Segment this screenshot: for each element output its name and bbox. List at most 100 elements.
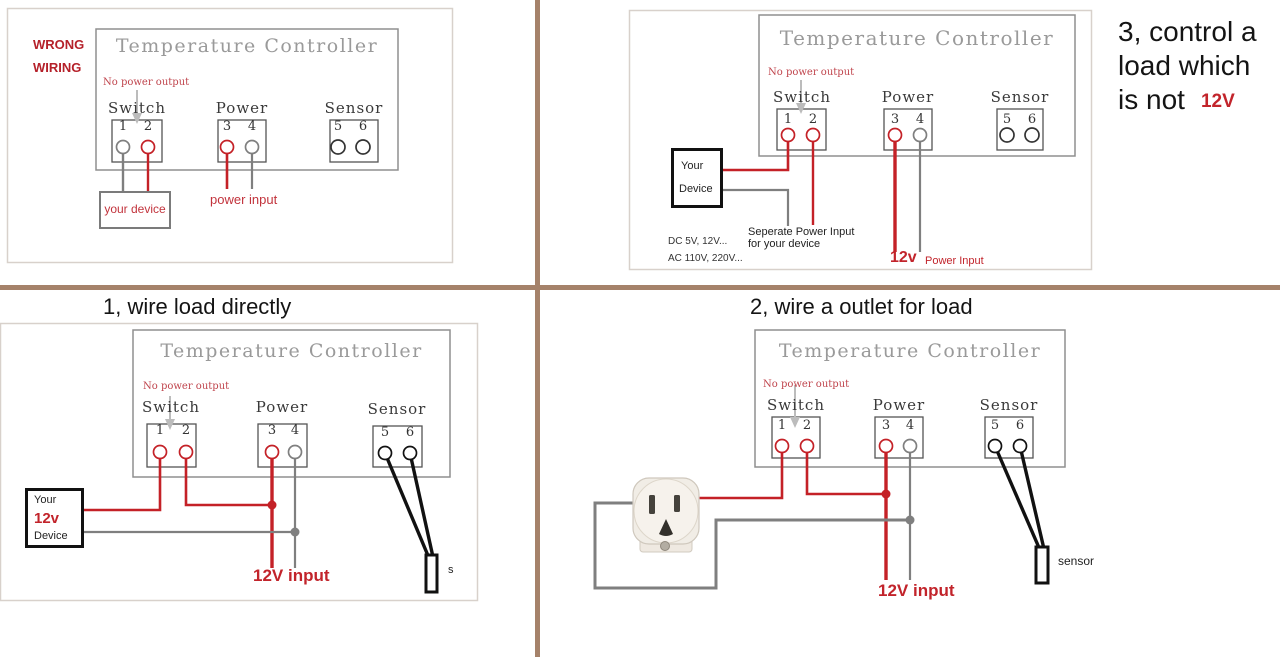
m2-terminal1-wire xyxy=(688,446,784,500)
m2-gray-junction-dot xyxy=(905,515,915,525)
terminal-number: 5 xyxy=(990,418,1000,433)
m2-sensor-probe-icon xyxy=(1034,545,1050,585)
terminal-number: 6 xyxy=(405,425,415,440)
terminal-number: 2 xyxy=(802,418,812,433)
terminal-number: 2 xyxy=(143,119,153,134)
m1-sensor-wire-b xyxy=(408,452,435,558)
terminal-number: 5 xyxy=(333,119,343,134)
power-group-label: Power xyxy=(215,99,269,117)
vertical-divider xyxy=(535,0,540,657)
m2-red-junction-dot xyxy=(881,489,891,499)
wrong-label-line2: WIRING xyxy=(33,60,82,75)
terminal-number: 1 xyxy=(155,423,165,438)
no-power-output-label: No power output xyxy=(143,381,230,392)
no-power-arrow-icons xyxy=(132,80,806,430)
device-line2-12v: 12v xyxy=(34,510,60,527)
m2-terminal2-wire xyxy=(805,446,886,496)
terminal-number: 5 xyxy=(380,425,390,440)
terminal-circles xyxy=(115,127,1040,461)
your-device-box-wrong: your device xyxy=(99,191,171,229)
power-group-label: Power xyxy=(872,396,926,414)
m2-sensor-wire-b xyxy=(1018,445,1046,550)
terminal-number: 4 xyxy=(247,119,257,134)
your-12v-device-box: Your 12v Device xyxy=(25,488,84,548)
terminal-number: 4 xyxy=(905,418,915,433)
m1-terminal1-wire xyxy=(84,452,162,512)
m1-red-junction-dot xyxy=(267,500,277,510)
m1-terminal2-wire xyxy=(184,452,272,507)
terminal-number: 1 xyxy=(118,119,128,134)
ac-voltage-label: AC 110V, 220V... xyxy=(668,253,743,264)
separate-power-label-line1: Seperate Power Input xyxy=(748,226,855,238)
device-line2: Device xyxy=(679,183,713,195)
device-line3: Device xyxy=(34,530,68,542)
wrong-label-line1: WRONG xyxy=(33,37,85,52)
switch-group-label: Switch xyxy=(766,396,825,414)
terminal-number: 5 xyxy=(1002,112,1012,127)
method3-heading-line2: load which xyxy=(1118,50,1251,81)
terminal-number: 1 xyxy=(777,418,787,433)
terminal-number: 1 xyxy=(783,112,793,127)
switch-group-label: Switch xyxy=(772,88,831,106)
sensor-group-label: Sensor xyxy=(990,88,1050,106)
panel-wrong-wiring xyxy=(6,7,454,264)
controller-title: Temperature Controller xyxy=(160,340,423,362)
horizontal-divider xyxy=(0,285,1280,290)
terminal-number: 6 xyxy=(358,119,368,134)
method3-heading-line3: is not 12V xyxy=(1118,84,1235,116)
terminal-number: 3 xyxy=(267,423,277,438)
switch-group-label: Switch xyxy=(141,398,200,416)
terminal-number: 4 xyxy=(915,112,925,127)
device-line1: Your xyxy=(681,160,704,172)
m3-terminal1-wire xyxy=(723,136,790,172)
m3-device-gray-wire xyxy=(723,188,790,226)
dc-voltage-label: DC 5V, 12V... xyxy=(668,236,728,247)
wires-method1 xyxy=(84,452,439,594)
sensor-group-label: Sensor xyxy=(979,396,1039,414)
controller-title: Temperature Controller xyxy=(779,26,1055,50)
method1-heading: 1, wire load directly xyxy=(103,294,292,319)
your-device-box-method3: Your Device xyxy=(671,148,723,208)
m2-outlet-gray-loop-wire xyxy=(593,501,910,590)
m1-sensor-probe-icon xyxy=(424,553,439,594)
panel-method1 xyxy=(0,322,479,602)
no-power-output-label: No power output xyxy=(103,77,190,88)
sensor-group-label: Sensor xyxy=(324,99,384,117)
sensor-label-partial: s xyxy=(448,564,454,576)
terminal-number: 2 xyxy=(181,423,191,438)
terminal-number: 2 xyxy=(808,112,818,127)
controller-title: Temperature Controller xyxy=(778,340,1042,362)
your-device-label: your device xyxy=(104,202,166,216)
m1-gray-junction-dot xyxy=(290,527,300,537)
power-input-label-wrong: power input xyxy=(210,192,278,207)
method3-heading-12v: 12V xyxy=(1200,91,1235,112)
wires-method2 xyxy=(593,445,1050,590)
switch-group-label: Switch xyxy=(107,99,166,117)
outlet-icon xyxy=(632,477,700,553)
terminal-number: 6 xyxy=(1027,112,1037,127)
12v-input-label-method1: 12V input xyxy=(253,566,330,585)
no-power-output-label: No power output xyxy=(768,67,855,78)
panel-method3 xyxy=(628,9,1093,271)
terminal-number: 3 xyxy=(881,418,891,433)
power-group-label: Power xyxy=(881,88,935,106)
sensor-group-label: Sensor xyxy=(367,400,427,418)
12v-input-label-method2: 12V input xyxy=(878,581,955,600)
power-value-12v: 12v xyxy=(890,249,917,266)
m1-sensor-wire-a xyxy=(383,452,431,559)
terminal-number: 6 xyxy=(1015,418,1025,433)
method3-heading-text: is not xyxy=(1118,84,1185,115)
separate-power-label-line2: for your device xyxy=(748,238,821,250)
power-input-label-method3: Power Input xyxy=(925,255,984,267)
wires-method3 xyxy=(723,136,922,252)
power-group-label: Power xyxy=(255,398,309,416)
terminal-number: 4 xyxy=(290,423,300,438)
terminal-number: 3 xyxy=(222,119,232,134)
m2-sensor-wire-a xyxy=(993,445,1042,551)
method2-heading: 2, wire a outlet for load xyxy=(750,294,973,319)
method3-heading-line1: 3, control a xyxy=(1118,16,1257,47)
no-power-output-label: No power output xyxy=(763,379,850,390)
controller-title: Temperature Controller xyxy=(115,35,379,57)
terminal-number: 3 xyxy=(890,112,900,127)
